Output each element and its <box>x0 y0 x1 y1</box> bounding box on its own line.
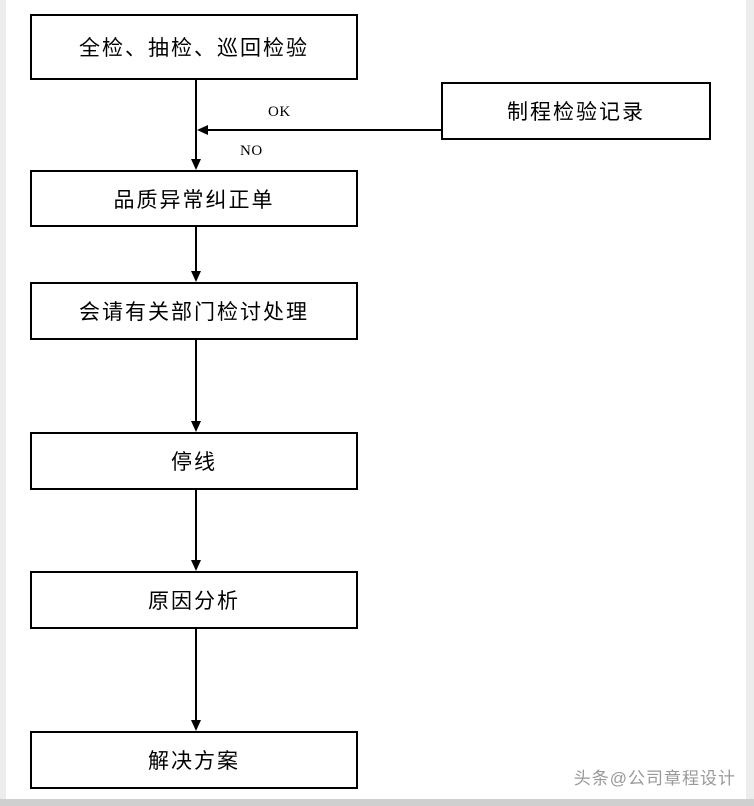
page-edge-right <box>746 0 754 806</box>
flow-box-analysis-label: 原因分析 <box>148 589 240 613</box>
arrow-down-icon-2 <box>191 271 201 282</box>
connector-line-2 <box>195 227 197 271</box>
no-label: NO <box>240 143 263 159</box>
flow-box-record-label: 制程检验记录 <box>507 100 645 124</box>
flow-box-inspection: 全检、抽检、巡回检验 <box>30 14 358 80</box>
connector-line-3 <box>195 340 197 421</box>
flow-box-review-label: 会请有关部门检讨处理 <box>79 300 309 324</box>
flow-box-stop-line-label: 停线 <box>171 450 217 474</box>
flow-box-stop-line: 停线 <box>30 432 358 490</box>
connector-line-1 <box>195 80 197 159</box>
arrow-left-icon <box>197 125 208 135</box>
ok-label: OK <box>268 104 291 120</box>
flow-box-solution-label: 解决方案 <box>148 749 240 773</box>
connector-line-record <box>207 129 441 131</box>
arrow-down-icon-5 <box>191 720 201 731</box>
flow-box-record: 制程检验记录 <box>441 82 711 140</box>
flow-box-solution: 解决方案 <box>30 731 358 789</box>
flow-box-inspection-label: 全检、抽检、巡回检验 <box>79 36 309 60</box>
arrow-down-icon-3 <box>191 421 201 432</box>
connector-line-4 <box>195 490 197 560</box>
connector-line-5 <box>195 629 197 720</box>
flow-box-review: 会请有关部门检讨处理 <box>30 282 358 340</box>
watermark-text: 头条@公司章程设计 <box>573 769 736 788</box>
page-edge-bottom <box>0 799 754 806</box>
page-edge-left <box>0 0 6 806</box>
flow-box-correction-label: 品质异常纠正单 <box>113 187 275 212</box>
flow-box-analysis: 原因分析 <box>30 571 358 629</box>
flow-box-correction: 品质异常纠正单 <box>30 170 358 227</box>
arrow-down-icon-1 <box>191 159 201 170</box>
arrow-down-icon-4 <box>191 560 201 571</box>
